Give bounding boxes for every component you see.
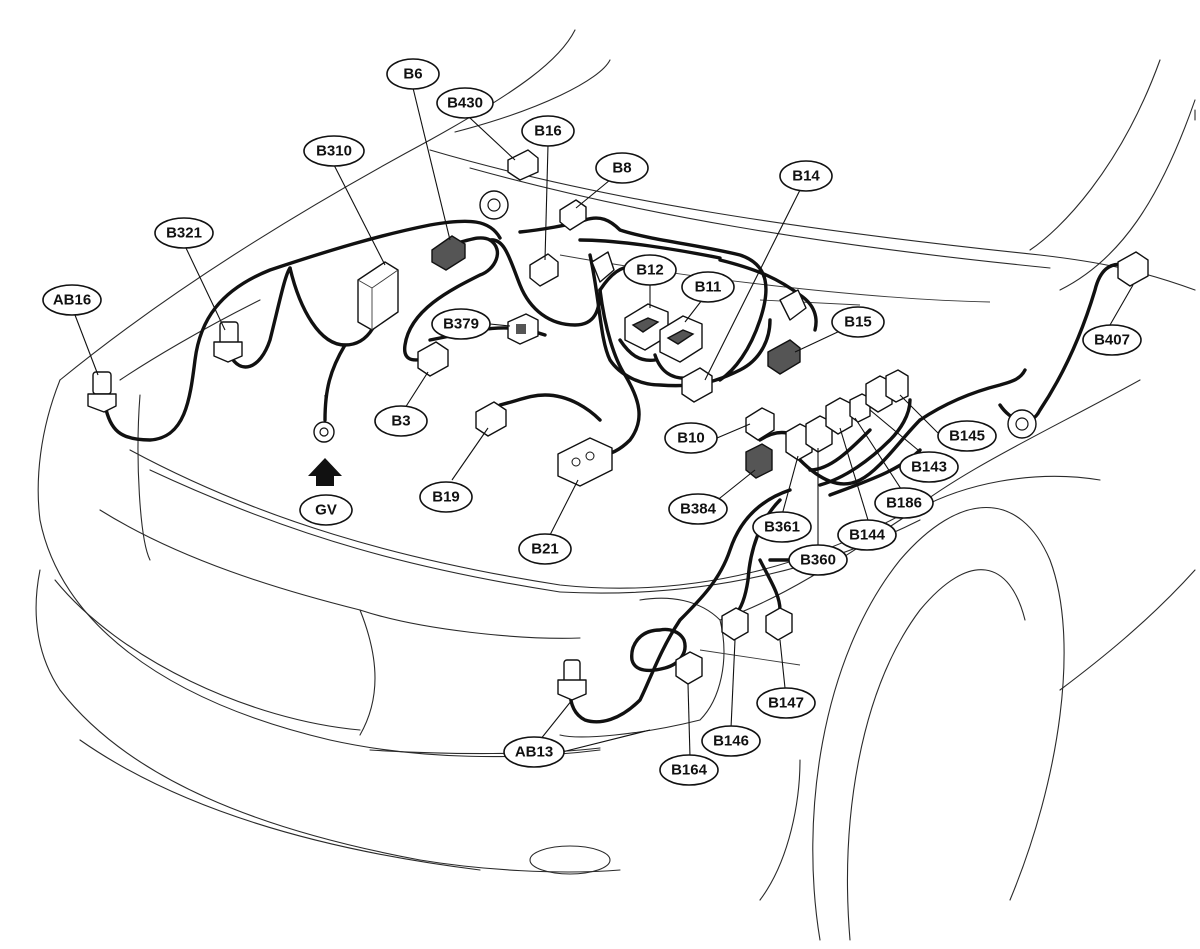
connector-b430 [479,149,539,220]
svg-text:B144: B144 [849,527,886,544]
svg-text:B407: B407 [1094,332,1130,349]
label-b6: B6 [386,58,440,90]
svg-text:B10: B10 [677,430,705,447]
label-b10: B10 [664,422,718,454]
svg-text:B14: B14 [792,168,820,185]
svg-text:B164: B164 [671,762,708,779]
label-b164: B164 [659,754,719,786]
label-b143: B143 [899,451,959,483]
label-b11: B11 [681,271,735,303]
connector-b3 [417,341,449,377]
connectors [87,149,1149,701]
connector-ab16 [87,371,117,413]
label-b21: B21 [518,533,572,565]
label-b384: B384 [668,493,728,525]
lamp-socket-2 [779,289,807,321]
labels: B6 B430 B16 B8 B310 B14 B321 B12 B11 AB1… [42,58,1142,786]
connector-b21 [557,437,613,487]
relay-block [785,369,909,461]
label-b145: B145 [937,420,997,452]
svg-text:GV: GV [315,502,337,519]
connector-b12 [624,303,669,351]
label-ab13: AB13 [503,736,565,768]
connector-b379 [507,313,539,345]
wire-harness [103,216,1127,724]
connector-b11 [659,315,703,363]
svg-text:B146: B146 [713,733,749,750]
label-b360: B360 [788,544,848,576]
connector-b16 [529,253,559,287]
label-b379: B379 [431,308,491,340]
label-b361: B361 [752,511,812,543]
label-b19: B19 [419,481,473,513]
connector-b19 [475,401,507,437]
label-b147: B147 [756,687,816,719]
label-b430: B430 [436,87,494,119]
svg-text:B379: B379 [443,316,479,333]
connector-b407 [1007,251,1149,439]
svg-text:B8: B8 [612,160,631,177]
svg-text:B6: B6 [403,66,422,83]
svg-text:B310: B310 [316,143,352,160]
label-ab16: AB16 [42,284,102,316]
label-b146: B146 [701,725,761,757]
label-b8: B8 [595,152,649,184]
svg-text:B147: B147 [768,695,804,712]
svg-text:B430: B430 [447,95,483,112]
svg-text:B16: B16 [534,123,562,140]
ground-eyelet-gv [308,395,342,486]
label-b144: B144 [837,519,897,551]
svg-text:B360: B360 [800,552,836,569]
svg-text:B143: B143 [911,459,947,476]
label-gv: GV [299,494,353,526]
svg-text:B384: B384 [680,501,717,518]
connector-ab13 [557,659,587,701]
svg-text:B11: B11 [695,279,722,296]
label-b12: B12 [623,254,677,286]
svg-text:B19: B19 [432,489,460,506]
svg-text:B186: B186 [886,495,922,512]
connector-b321 [213,321,243,363]
label-b14: B14 [779,160,833,192]
svg-text:B321: B321 [166,225,202,242]
label-b310: B310 [303,135,365,167]
svg-text:B3: B3 [391,413,410,430]
connector-b147 [765,607,793,641]
svg-text:B145: B145 [949,428,985,445]
label-b321: B321 [154,217,214,249]
connector-b384 [745,443,773,479]
label-b16: B16 [521,115,575,147]
label-b407: B407 [1082,324,1142,356]
connector-b15 [767,339,801,375]
svg-text:B361: B361 [764,519,800,536]
connector-b8 [559,199,587,231]
svg-text:AB13: AB13 [515,744,553,761]
connector-b6 [431,235,466,271]
connector-b146 [721,607,749,641]
connector-b10 [745,407,775,441]
lamp-socket-1 [591,251,615,283]
leader-lines [74,87,1134,758]
connector-b164 [675,651,703,685]
svg-text:AB16: AB16 [53,292,91,309]
label-b15: B15 [831,306,885,338]
component-b310 [357,261,399,331]
svg-text:B12: B12 [636,262,664,279]
label-b3: B3 [374,405,428,437]
connector-b14 [681,367,713,403]
label-b186: B186 [874,487,934,519]
svg-text:B21: B21 [531,541,559,558]
svg-text:B15: B15 [844,314,872,331]
